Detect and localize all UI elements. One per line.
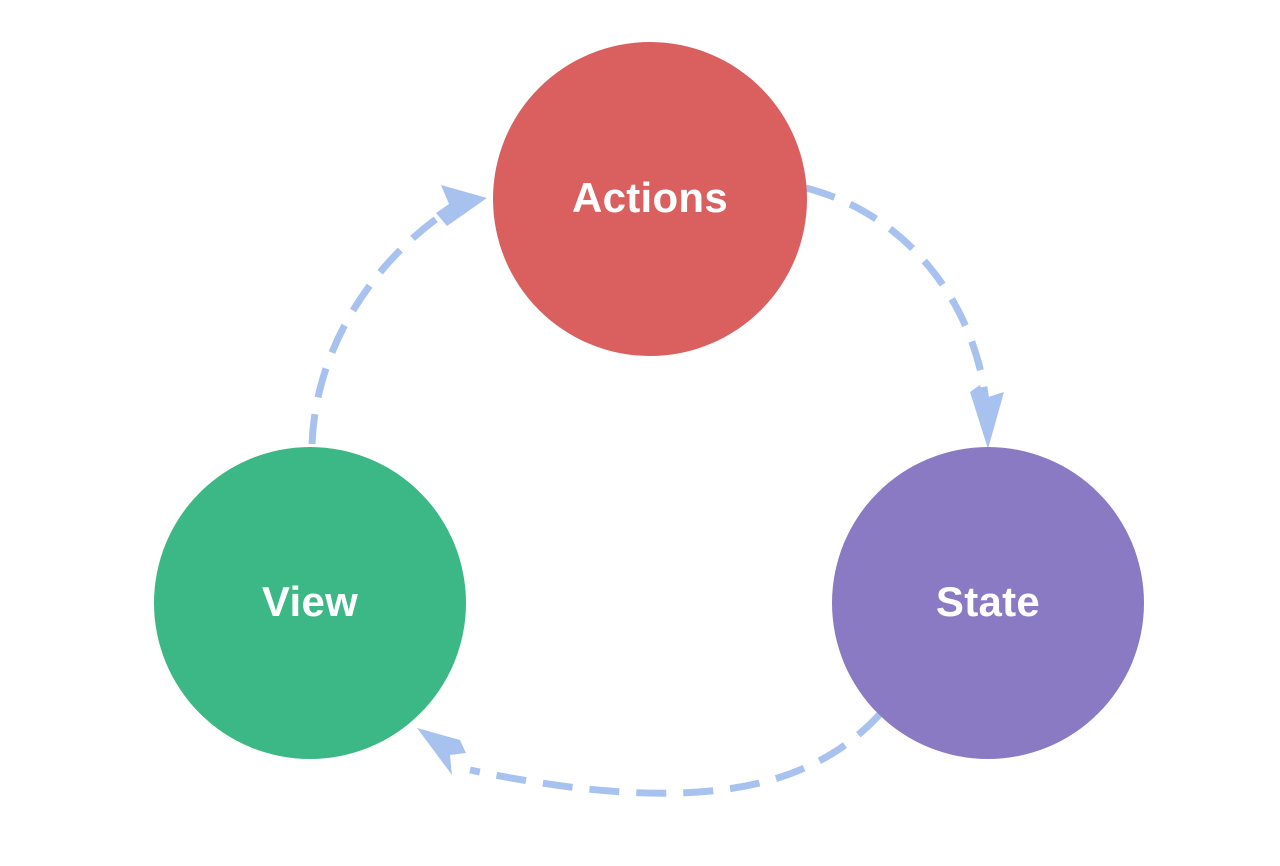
node-state[interactable]: State [832,447,1144,759]
arrowhead-into-view-icon [417,728,466,775]
node-actions[interactable]: Actions [493,42,807,356]
arrowhead-into-actions-icon [436,185,487,226]
edge-actions-to-state [805,184,1004,449]
node-view-label: View [262,578,358,625]
edge-view-to-actions-path [308,200,462,445]
node-actions-label: Actions [572,174,728,221]
edge-state-to-view [417,711,883,797]
edge-state-to-view-path [469,711,883,797]
edge-actions-to-state-path [805,184,990,403]
edge-view-to-actions [308,185,487,445]
node-state-label: State [936,578,1040,625]
node-view[interactable]: View [154,447,466,759]
node-state-circle[interactable] [832,447,1144,759]
node-view-circle[interactable] [154,447,466,759]
node-actions-circle[interactable] [493,42,807,356]
arrowhead-into-state-icon [970,385,1004,449]
